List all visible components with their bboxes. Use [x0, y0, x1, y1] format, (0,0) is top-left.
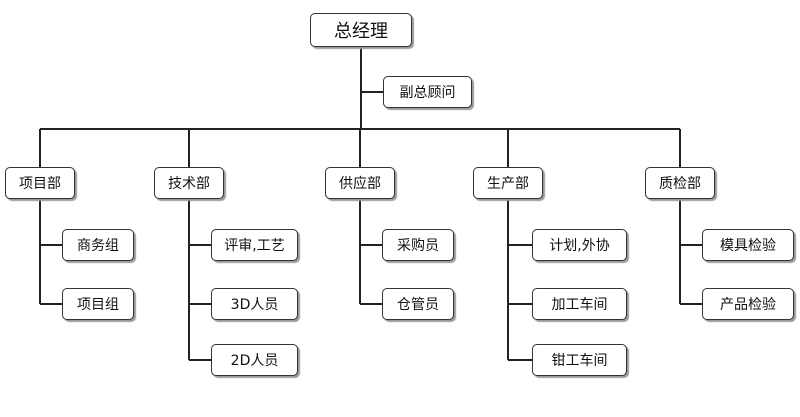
dept-production: 生产部 — [473, 167, 543, 199]
dept-quality: 质检部 — [645, 167, 715, 199]
unit-purchaser: 采购员 — [382, 229, 454, 261]
general-manager-box: 总经理 — [310, 13, 412, 47]
unit-mold-inspection: 模具检验 — [702, 229, 794, 261]
unit-planning-outsourcing: 计划,外协 — [532, 229, 627, 261]
unit-product-inspection: 产品检验 — [702, 288, 794, 320]
unit-review-process: 评审,工艺 — [211, 229, 298, 261]
dept-supply: 供应部 — [325, 167, 395, 199]
dept-project: 项目部 — [5, 167, 75, 199]
unit-3d-staff: 3D人员 — [211, 288, 298, 320]
unit-business-group: 商务组 — [62, 229, 134, 261]
unit-fitter-workshop: 钳工车间 — [532, 344, 627, 376]
dept-technical: 技术部 — [154, 167, 224, 199]
unit-2d-staff: 2D人员 — [211, 344, 298, 376]
unit-warehouse-keeper: 仓管员 — [382, 288, 454, 320]
unit-project-group: 项目组 — [62, 288, 134, 320]
deputy-advisor-box: 副总顾问 — [383, 76, 472, 108]
unit-machining-workshop: 加工车间 — [532, 288, 627, 320]
